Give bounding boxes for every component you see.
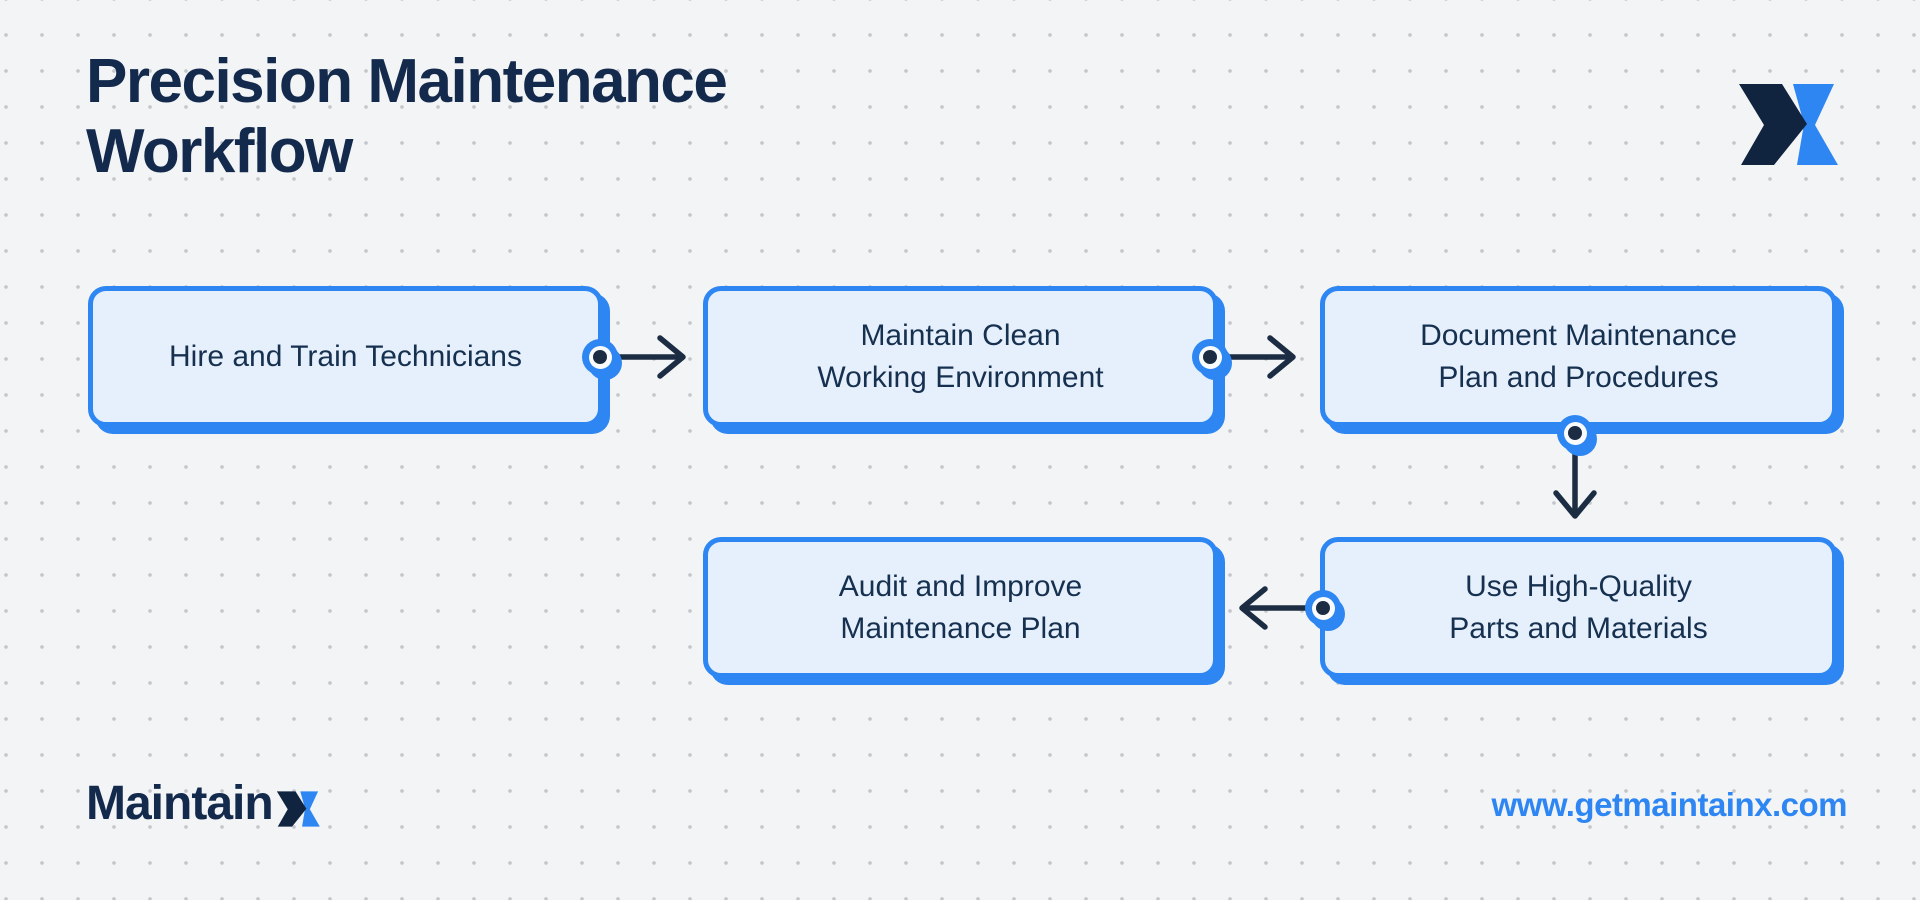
connector-dot [1557,415,1593,451]
maintainx-wordmark: Maintain [86,780,322,828]
node-audit-and-improve-maintenance-plan: Audit and Improve Maintenance Plan [703,537,1218,678]
maintainx-x-logo-icon [276,791,320,827]
page-title-line2: Workflow [86,117,353,186]
maintainx-x-logo-icon [1739,84,1838,165]
page-title-line1: Precision Maintenance [86,47,728,116]
connector-dot [1192,339,1228,375]
node-document-maintenance-plan-and-procedures: Document Maintenance Plan and Procedures [1320,286,1837,427]
connector-dot [582,339,618,375]
node-maintain-clean-working-environment: Maintain Clean Working Environment [703,286,1218,427]
page-title: Precision Maintenance Workflow [86,47,728,187]
brand-text: Maintain [86,777,274,830]
node-label: Use High-Quality [1465,569,1692,603]
website-link[interactable]: www.getmaintainx.com [1491,786,1847,823]
connector-dot [1305,590,1341,626]
node-label: Parts and Materials [1449,611,1708,645]
node-label: Maintenance Plan [840,611,1081,645]
node-label: Document Maintenance [1420,318,1737,352]
node-label: Maintain Clean [860,318,1061,352]
node-label: Plan and Procedures [1438,360,1719,394]
node-hire-and-train-technicians: Hire and Train Technicians [88,286,603,427]
node-label: Audit and Improve [838,569,1083,603]
node-label: Hire and Train Technicians [169,339,522,373]
node-use-high-quality-parts-and-materials: Use High-Quality Parts and Materials [1320,537,1837,678]
node-label: Working Environment [817,360,1104,394]
